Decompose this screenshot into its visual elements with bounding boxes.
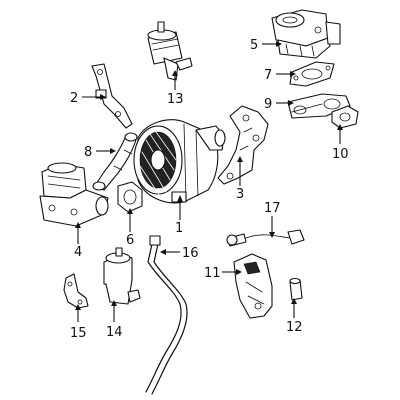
part-7-gasket	[289, 61, 335, 87]
part-15-bracket	[63, 273, 89, 309]
callout-1-number: 1	[175, 221, 183, 236]
callout-16-number: 16	[182, 246, 199, 261]
part-2-bracket	[91, 63, 133, 129]
callout-7-number: 7	[264, 68, 272, 83]
part-16-tube	[145, 235, 188, 395]
part-11-cover	[233, 253, 273, 319]
callout-8: 8	[84, 145, 116, 160]
callout-9: 9	[264, 97, 294, 112]
callout-15-number: 15	[70, 326, 87, 341]
callout-11-number: 11	[204, 266, 221, 281]
callout-17: 17	[264, 201, 281, 238]
callout-10-number: 10	[332, 147, 349, 162]
part-12-plug	[289, 277, 303, 301]
callout-11: 11	[204, 266, 242, 281]
part-1-air-pump	[133, 119, 226, 204]
callout-13-number: 13	[167, 92, 184, 107]
callout-15: 15	[70, 304, 87, 341]
part-4-valve	[39, 162, 109, 227]
callout-2: 2	[70, 91, 106, 106]
part-13-valve	[147, 21, 193, 81]
part-8-pipe	[92, 132, 138, 191]
callout-12: 12	[286, 298, 303, 335]
callout-1: 1	[175, 195, 183, 236]
callout-14: 14	[106, 300, 123, 340]
part-5-valve-assembly	[271, 9, 341, 59]
callout-3: 3	[236, 156, 244, 202]
callout-9-number: 9	[264, 97, 272, 112]
callout-5-number: 5	[250, 38, 258, 53]
callout-6: 6	[126, 208, 134, 248]
callout-3-number: 3	[236, 187, 244, 202]
callout-12-number: 12	[286, 320, 303, 335]
callout-5: 5	[250, 38, 282, 53]
part-10-gasket	[331, 105, 359, 129]
callout-4-number: 4	[74, 245, 82, 260]
callout-7: 7	[264, 68, 296, 83]
part-17-sensor	[226, 229, 305, 247]
callout-4: 4	[74, 222, 82, 260]
callout-10: 10	[332, 124, 349, 162]
callout-14-number: 14	[106, 325, 123, 340]
part-3-bracket	[217, 105, 269, 185]
callout-16: 16	[160, 246, 199, 261]
callout-2-number: 2	[70, 91, 78, 106]
part-6-gasket	[117, 181, 143, 213]
callout-8-number: 8	[84, 145, 92, 160]
callout-6-number: 6	[126, 233, 134, 248]
callout-13: 13	[167, 70, 184, 107]
callout-17-number: 17	[264, 201, 281, 216]
part-14-solenoid	[103, 247, 141, 305]
